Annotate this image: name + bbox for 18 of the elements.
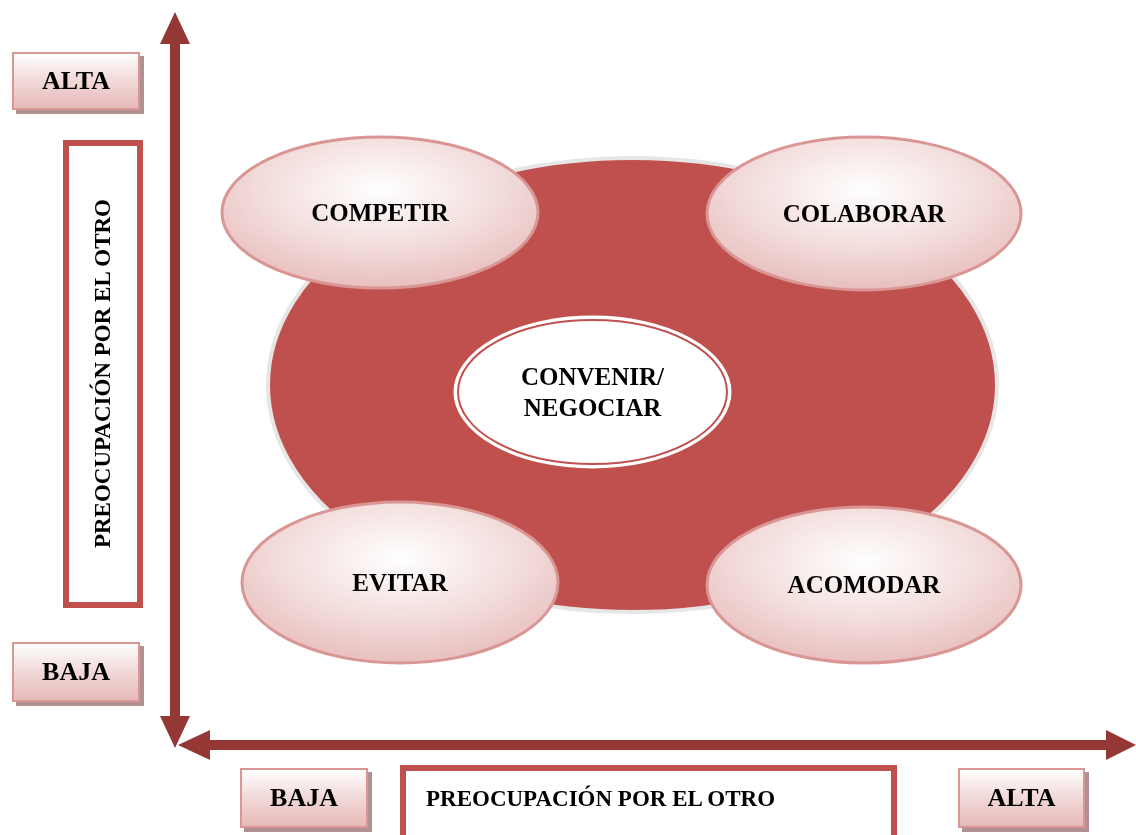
strategy-ellipse bbox=[220, 135, 540, 290]
strategy-label: COLABORAR bbox=[782, 198, 946, 229]
axis-title-frame bbox=[63, 140, 143, 608]
level-text: ALTA bbox=[987, 781, 1056, 814]
strategy-label: COMPETIR bbox=[311, 197, 449, 228]
strategy-ellipse bbox=[240, 500, 560, 665]
level-text: ALTA bbox=[42, 64, 110, 97]
strategy-label: EVITAR bbox=[352, 567, 448, 598]
strategy-ellipse bbox=[705, 135, 1023, 292]
level-text: BAJA bbox=[270, 781, 338, 814]
strategy-ellipse bbox=[705, 505, 1023, 665]
axis-title: PREOCUPACIÓN POR EL OTRO bbox=[426, 785, 776, 813]
axis-title-frame bbox=[400, 765, 897, 835]
level-text: BAJA bbox=[42, 655, 110, 688]
center-ellipse bbox=[450, 312, 735, 472]
strategy-label: CONVENIR/ NEGOCIAR bbox=[519, 361, 666, 423]
strategy-label: ACOMODAR bbox=[787, 570, 941, 601]
axis-title: PREOCUPACIÓN POR EL OTRO bbox=[88, 199, 116, 549]
